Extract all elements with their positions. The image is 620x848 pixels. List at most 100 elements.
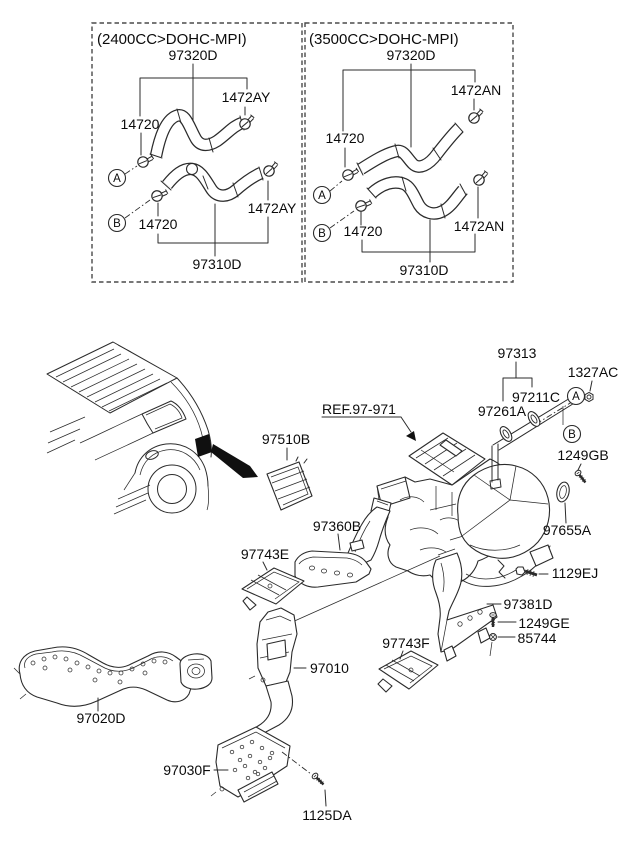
clamp-icon	[149, 185, 170, 205]
label-1472ay-upper: 1472AY	[222, 89, 271, 105]
duct-97030f-drawing	[210, 680, 294, 803]
hose-97320d-drawing	[149, 108, 245, 159]
pipe-97313-drawing	[489, 391, 586, 490]
callout-b-leader	[329, 210, 355, 229]
label-85744: 85744	[518, 630, 557, 646]
duct-elbow-drawing	[179, 653, 213, 690]
clamp-icon	[262, 160, 281, 178]
label-97030f: 97030F	[163, 762, 210, 778]
callout-a-letter: A	[113, 173, 121, 185]
vent-location-patch	[195, 434, 212, 457]
label-97261a: 97261A	[478, 403, 527, 419]
label-97360b: 97360B	[313, 518, 361, 534]
leader-lines	[342, 63, 479, 263]
screw-head-icon	[489, 633, 497, 641]
label-97320d: 97320D	[386, 47, 435, 63]
label-97510b: 97510B	[262, 431, 310, 447]
heater-unit-drawing	[376, 432, 554, 587]
hose-97310d-drawing	[160, 162, 264, 202]
clamp-icon	[472, 169, 491, 187]
label-97010: 97010	[310, 660, 349, 676]
drain-hose	[497, 559, 506, 579]
wheel	[147, 464, 197, 514]
callout-a-leader	[329, 180, 343, 192]
grommet-icon	[525, 409, 543, 429]
label-97381d: 97381D	[503, 596, 552, 612]
vent-grille-97510b-drawing	[266, 456, 313, 511]
label-97310d: 97310D	[399, 262, 448, 278]
callout-a-circle	[107, 168, 127, 188]
label-1125da: 1125DA	[302, 807, 352, 823]
engine-box-2400: (2400CC>DOHC-MPI) A	[91, 22, 303, 283]
duct-97010-drawing	[248, 607, 298, 687]
label-14720-lower: 14720	[139, 216, 178, 232]
hose-97310d-drawing	[366, 176, 468, 220]
callout-b-letter: B	[568, 429, 576, 441]
duct-97381d-drawing	[432, 548, 498, 662]
heater-top-tray	[408, 432, 486, 486]
cover-97743e-drawing	[241, 567, 305, 611]
car-sketch	[46, 341, 212, 515]
label-1249ge: 1249GE	[518, 615, 569, 631]
label-97743e: 97743E	[241, 546, 289, 562]
screw-icon	[572, 467, 590, 486]
wheel-arch	[134, 443, 209, 487]
label-14720-lower: 14720	[344, 223, 383, 239]
roof-ribs	[55, 344, 168, 412]
callout-a-letter: A	[318, 190, 326, 202]
label-14720-upper: 14720	[121, 116, 160, 132]
callout-b-leader	[124, 199, 151, 219]
label-97655a: 97655A	[543, 522, 592, 538]
label-1129ej: 1129EJ	[552, 565, 598, 581]
engine-box-3500: (3500CC>DOHC-MPI) A B 97320D 1472AN	[304, 22, 514, 283]
box-title: (3500CC>DOHC-MPI)	[309, 31, 459, 48]
dashed-border	[304, 22, 514, 283]
callout-b-circle	[312, 223, 332, 243]
hose-97320d-drawing	[356, 122, 464, 176]
cover-97655a-drawing	[556, 481, 570, 503]
label-97020d: 97020D	[76, 710, 125, 726]
callout-a-leader	[124, 165, 138, 175]
box-title: (2400CC>DOHC-MPI)	[97, 31, 247, 48]
label-1327ac: 1327AC	[568, 364, 619, 380]
arrow-to-vent	[211, 444, 258, 478]
assembly-leader-line	[289, 555, 441, 624]
ref-arrowhead	[406, 431, 416, 441]
ref-underline	[321, 416, 412, 433]
label-1472ay-lower: 1472AY	[248, 200, 297, 216]
callout-b-circle	[562, 424, 582, 444]
callout-a-circle	[312, 185, 332, 205]
label-1249gb: 1249GB	[557, 447, 608, 463]
clamp-icon	[467, 107, 485, 125]
bracket-97313	[502, 361, 533, 402]
callout-b-letter: B	[113, 218, 121, 230]
fuel-door	[145, 450, 159, 460]
callout-b-letter: B	[318, 228, 326, 240]
callout-a-letter: A	[572, 391, 580, 403]
clamp-icon	[341, 164, 360, 183]
callout-a-circle	[566, 386, 586, 406]
label-97743f: 97743F	[382, 635, 429, 651]
bolt-icon	[515, 566, 538, 578]
callout-b-circle	[107, 213, 127, 233]
duct-97360b-drawing	[294, 497, 392, 588]
dashed-border	[91, 22, 303, 283]
label-1472an-upper: 1472AN	[451, 82, 502, 98]
label-14720-upper: 14720	[326, 130, 365, 146]
nut-icon	[584, 391, 594, 403]
ref-label: REF.97-971	[322, 401, 396, 417]
main-diagram: 97510B REF.97-971	[13, 341, 619, 823]
clamp-icon	[353, 195, 374, 215]
label-97310d: 97310D	[192, 256, 241, 272]
heater-right-cover	[457, 463, 551, 559]
screw-icon	[309, 770, 327, 788]
label-97313: 97313	[498, 345, 537, 361]
label-1472an-lower: 1472AN	[454, 218, 505, 234]
clamp-icon	[238, 113, 256, 131]
cover-97743f-drawing	[377, 650, 439, 693]
label-97320d: 97320D	[168, 47, 217, 63]
label-97211c: 97211C	[512, 389, 560, 405]
hose-ring	[185, 162, 199, 176]
